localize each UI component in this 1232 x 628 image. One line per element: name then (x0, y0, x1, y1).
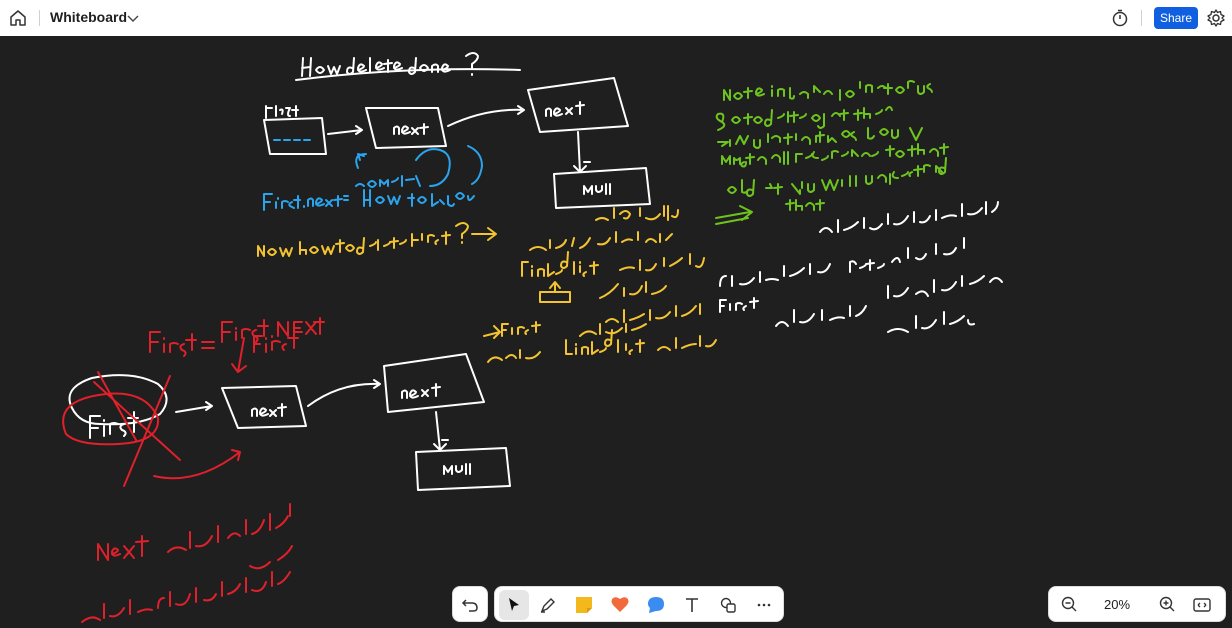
arrow-next-next (447, 105, 525, 127)
shapes-tool[interactable] (713, 590, 743, 620)
arrow-next-null (573, 131, 591, 173)
tools-toolbar (494, 586, 784, 622)
heart-icon (611, 597, 629, 612)
zoom-in-icon[interactable] (1157, 594, 1179, 616)
blue-note (263, 145, 483, 211)
arrow-next-next-bottom (307, 379, 381, 407)
green-note (715, 80, 949, 225)
home-icon[interactable] (8, 8, 28, 28)
null-box-1 (553, 167, 651, 209)
text-icon (686, 598, 698, 612)
undo-icon[interactable] (461, 595, 479, 613)
handwriting-title (295, 52, 521, 81)
comment-tool[interactable] (641, 590, 671, 620)
sticky-note-icon (576, 597, 592, 613)
green-arrow (715, 205, 753, 225)
more-icon (757, 603, 771, 607)
header-divider-right (1141, 10, 1142, 26)
shapes-icon (720, 597, 736, 613)
zoom-toolbar: 20% (1048, 586, 1226, 622)
undo-toolbar (452, 586, 488, 622)
yellow-note (257, 205, 717, 363)
zoom-out-icon[interactable] (1059, 594, 1081, 616)
next-box-1 (365, 107, 447, 149)
white-arabic-note (719, 201, 1003, 333)
top-bar: Whiteboard Share (0, 0, 1232, 36)
next-box-bottom-1 (221, 385, 307, 429)
first-box-top (263, 105, 327, 155)
blue-oval (415, 148, 451, 187)
yellow-up-arrow (539, 281, 571, 303)
arrow-next-null-bottom (433, 411, 449, 451)
sticky-note-tool[interactable] (569, 590, 599, 620)
whiteboard-canvas[interactable] (0, 36, 1232, 628)
arrow-first-next (327, 125, 363, 135)
timer-icon[interactable] (1110, 8, 1130, 28)
pen-icon (540, 598, 555, 613)
red-circle (62, 392, 160, 446)
more-tools-button[interactable] (749, 590, 779, 620)
zoom-level[interactable]: 20% (1103, 597, 1131, 612)
fit-to-screen-icon[interactable] (1191, 594, 1213, 616)
red-assignment (149, 317, 325, 373)
select-tool[interactable] (499, 590, 529, 620)
reaction-tool[interactable] (605, 590, 635, 620)
first-box-bottom (62, 371, 181, 487)
chevron-down-icon[interactable] (126, 11, 140, 25)
red-curve-arrow (153, 449, 241, 480)
pointer-icon (509, 598, 519, 611)
settings-icon[interactable] (1206, 8, 1226, 28)
null-box-bottom (415, 447, 511, 491)
board-title[interactable]: Whiteboard (50, 9, 127, 25)
header-divider (39, 10, 40, 26)
red-arabic-note (81, 503, 293, 623)
text-tool[interactable] (677, 590, 707, 620)
comment-icon (648, 597, 664, 613)
next-box-2 (527, 77, 629, 133)
red-arrow-down (231, 337, 247, 373)
pen-tool[interactable] (533, 590, 563, 620)
arrow-first-next-bottom (175, 401, 213, 413)
share-button[interactable]: Share (1154, 7, 1198, 29)
next-box-bottom-2 (383, 353, 485, 413)
